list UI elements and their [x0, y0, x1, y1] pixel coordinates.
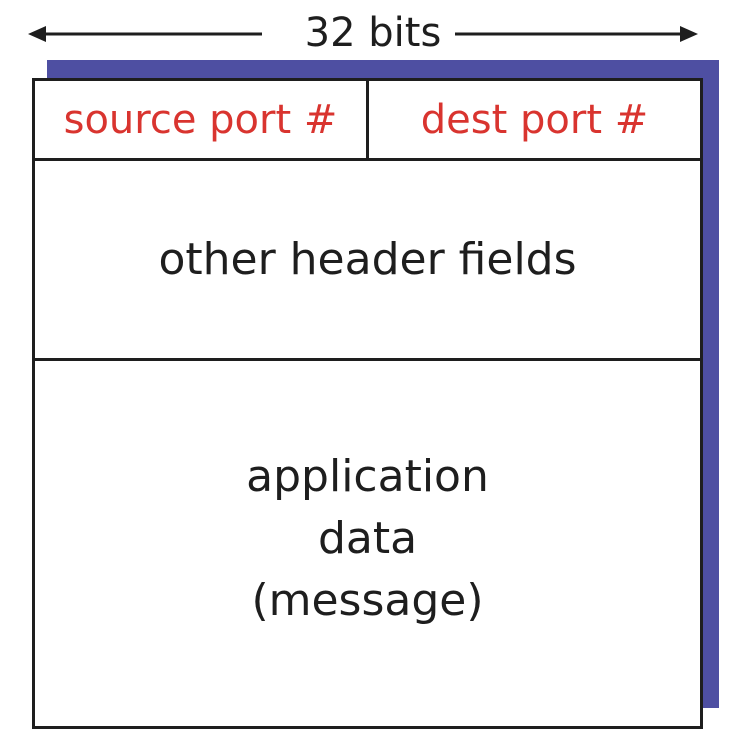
other-header-row: other header fields — [35, 161, 700, 361]
payload-line-1: application — [246, 450, 489, 502]
payload-line-2: data — [317, 512, 418, 564]
source-port-cell: source port # — [35, 81, 366, 158]
payload-line-3: (message) — [251, 574, 484, 626]
width-arrow-left-head — [28, 26, 46, 42]
segment-frame: source port # dest port # other header f… — [32, 78, 703, 729]
port-row: source port # dest port # — [35, 81, 700, 161]
width-arrow-right-head — [680, 26, 698, 42]
dest-port-cell: dest port # — [366, 81, 700, 158]
source-port-label: source port # — [63, 96, 338, 143]
width-arrow — [28, 26, 698, 42]
width-label: 32 bits — [304, 10, 442, 56]
payload-row: application data (message) — [35, 361, 700, 726]
payload-stack: application data (message) — [246, 446, 489, 632]
dest-port-label: dest port # — [420, 96, 649, 143]
other-header-label: other header fields — [158, 233, 577, 285]
